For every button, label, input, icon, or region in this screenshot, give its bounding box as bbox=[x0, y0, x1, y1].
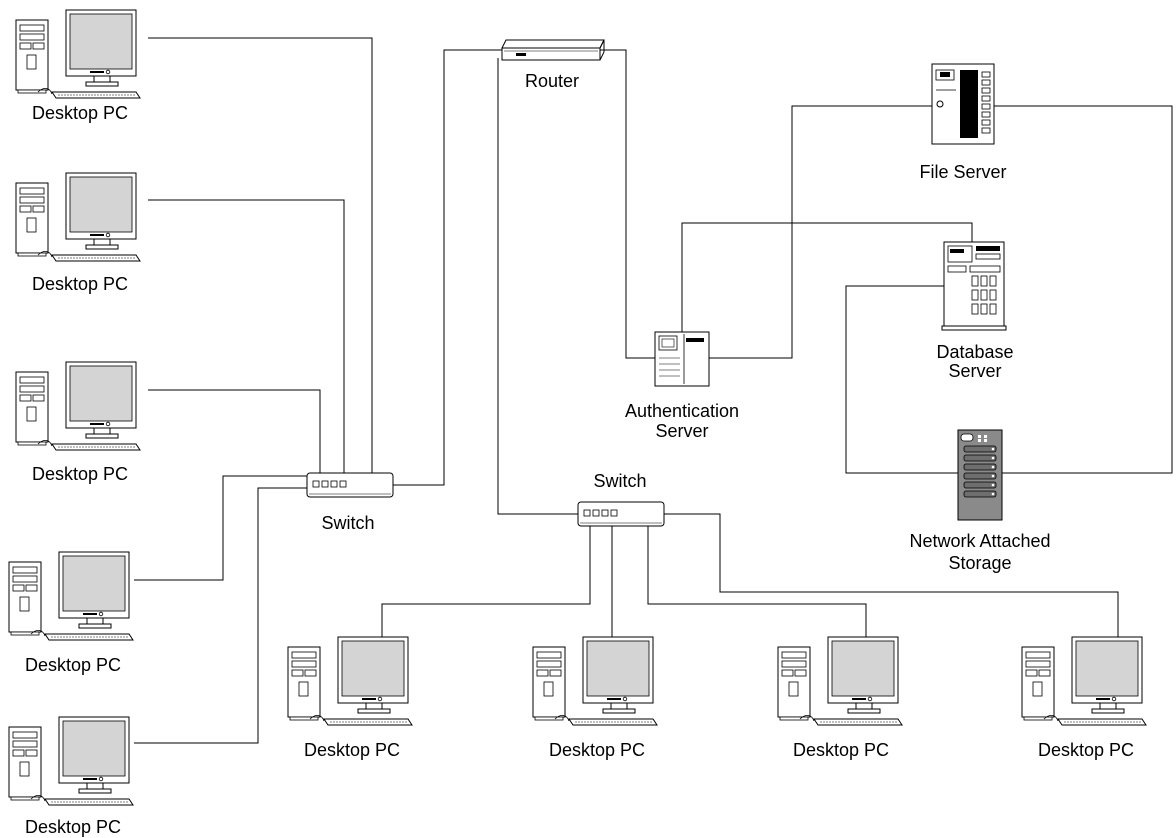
desktop-pc-icon bbox=[287, 636, 413, 726]
link-pc2-switch bbox=[148, 199, 345, 473]
auth-server-icon bbox=[654, 331, 710, 387]
link-router-switch2 bbox=[497, 58, 578, 515]
link-switch2-pcb3 bbox=[647, 526, 867, 637]
desktop-pc-label: Desktop PC bbox=[31, 103, 129, 123]
desktop-pc-icon bbox=[1021, 636, 1147, 726]
desktop-pc-icon bbox=[15, 172, 141, 262]
router-icon bbox=[501, 39, 605, 61]
connection-lines bbox=[134, 37, 1173, 744]
switch-left-label: Switch bbox=[321, 513, 375, 533]
auth-server-label-line2: Server bbox=[655, 421, 709, 441]
link-router-auth bbox=[600, 49, 655, 359]
nas-label-line2: Storage bbox=[948, 553, 1012, 573]
nas-icon bbox=[957, 429, 1003, 521]
link-pc4-switch bbox=[134, 475, 308, 581]
desktop-pc-label: Desktop PC bbox=[31, 464, 129, 484]
file-server-icon bbox=[931, 63, 995, 145]
link-pc3-switch bbox=[148, 389, 321, 473]
desktop-pc-label: Desktop PC bbox=[31, 274, 129, 294]
link-pc5-switch bbox=[134, 487, 308, 744]
switch-icon bbox=[577, 501, 665, 527]
nas-label-line1: Network Attached bbox=[909, 531, 1051, 551]
desktop-pc-icon bbox=[15, 361, 141, 451]
link-auth-db bbox=[681, 222, 973, 332]
desktop-pc-icon bbox=[8, 551, 134, 641]
link-db-nas bbox=[845, 285, 958, 474]
desktop-pc-label: Desktop PC bbox=[24, 655, 122, 675]
link-file-nas bbox=[992, 105, 1173, 474]
link-pc1-switch bbox=[148, 37, 373, 473]
desktop-pc-icon bbox=[777, 636, 903, 726]
switch-bottom-label: Switch bbox=[593, 471, 647, 491]
auth-server-label-line1: Authentication bbox=[624, 401, 740, 421]
link-switch-router bbox=[392, 49, 502, 486]
desktop-pc-icon bbox=[8, 716, 134, 806]
desktop-pc-icon bbox=[532, 636, 658, 726]
desktop-pc-label: Desktop PC bbox=[548, 740, 646, 760]
link-switch2-pcb1 bbox=[381, 526, 591, 637]
desktop-pc-label: Desktop PC bbox=[303, 740, 401, 760]
database-server-icon bbox=[941, 241, 1007, 331]
link-auth-file bbox=[709, 105, 932, 359]
database-server-label-line2: Server bbox=[948, 361, 1002, 381]
desktop-pc-icon bbox=[15, 9, 141, 99]
desktop-pc-label: Desktop PC bbox=[792, 740, 890, 760]
file-server-label: File Server bbox=[919, 162, 1007, 182]
link-switch2-pcb4 bbox=[662, 513, 1119, 637]
router-label: Router bbox=[524, 71, 580, 91]
database-server-label-line1: Database bbox=[936, 342, 1014, 362]
switch-icon bbox=[306, 472, 394, 498]
desktop-pc-label: Desktop PC bbox=[24, 817, 122, 837]
desktop-pc-label: Desktop PC bbox=[1037, 740, 1135, 760]
